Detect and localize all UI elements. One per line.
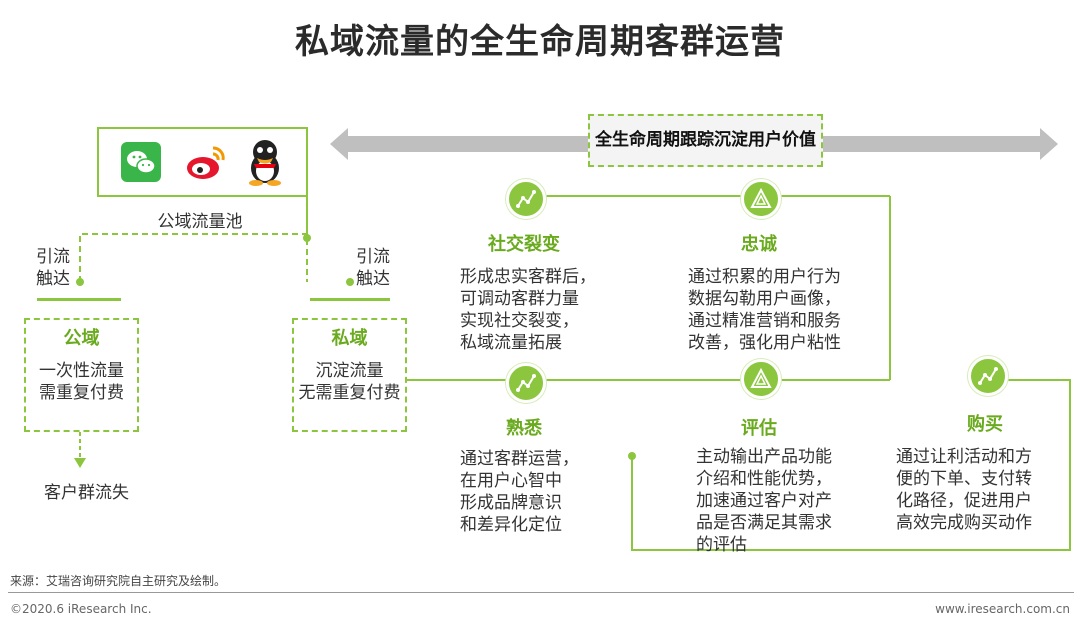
loyalty-title: 忠诚 <box>741 234 777 255</box>
left-acquisition-label: 引流 触达 <box>36 247 70 289</box>
left-divider <box>37 298 121 301</box>
wechat-icon <box>121 142 161 182</box>
private-domain-line1: 沉淀流量 <box>315 361 384 381</box>
right-acquisition-label: 引流 触达 <box>356 247 390 289</box>
website: www.iresearch.com.cn <box>935 602 1070 616</box>
public-traffic-pool-label: 公域流量池 <box>157 212 243 232</box>
public-domain-box: 公域 一次性流量 需重复付费 <box>24 318 139 432</box>
social-fission-node-icon <box>506 179 546 219</box>
lifecycle-banner: 全生命周期跟踪沉淀用户价值 <box>588 114 823 167</box>
public-domain-line1: 一次性流量 <box>39 361 124 381</box>
social-platforms-box <box>97 127 308 197</box>
weibo-icon <box>187 146 225 179</box>
familiar-text: 通过客群运营， 在用户心智中 形成品牌意识 和差异化定位 <box>460 449 579 535</box>
qq-icon <box>249 140 281 186</box>
private-domain-line2: 无需重复付费 <box>298 383 401 403</box>
purchase-title: 购买 <box>967 414 1003 435</box>
public-domain-header: 公域 <box>63 328 100 349</box>
copyright: ©2020.6 iResearch Inc. <box>10 602 152 616</box>
customer-churn-label: 客户群流失 <box>44 483 129 503</box>
right-divider <box>310 298 390 301</box>
social-fission-text: 形成忠实客群后， 可调动客群力量 实现社交裂变， 私域流量拓展 <box>460 267 596 353</box>
footer-divider <box>8 592 1074 593</box>
purchase-node-icon <box>968 356 1008 396</box>
social-fission-title: 社交裂变 <box>488 234 560 255</box>
loyalty-node-icon <box>741 179 781 219</box>
page-title: 私域流量的全生命周期客群运营 <box>295 22 785 62</box>
public-domain-line2: 需重复付费 <box>39 383 124 403</box>
evaluate-title: 评估 <box>741 418 777 439</box>
private-domain-header: 私域 <box>331 328 368 349</box>
evaluate-node-icon <box>741 359 781 399</box>
private-domain-box: 私域 沉淀流量 无需重复付费 <box>292 318 407 432</box>
evaluate-text: 主动输出产品功能 介绍和性能优势， 加速通过客户对产 品是否满足其需求 的评估 <box>696 447 832 555</box>
familiar-node-icon <box>506 363 546 403</box>
familiar-title: 熟悉 <box>506 418 542 439</box>
loyalty-text: 通过积累的用户行为 数据勾勒用户画像， 通过精准营销和服务 改善，强化用户粘性 <box>688 267 841 353</box>
purchase-text: 通过让利活动和方 便的下单、支付转 化路径，促进用户 高效完成购买动作 <box>896 447 1032 533</box>
source-note: 来源：艾瑞咨询研究院自主研究及绘制。 <box>10 574 227 588</box>
